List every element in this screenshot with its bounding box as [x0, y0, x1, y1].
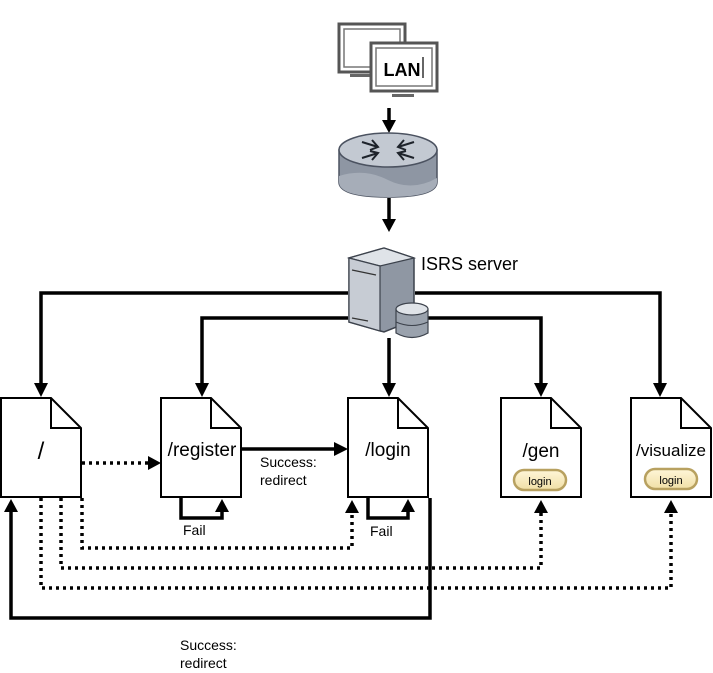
- login-fail-loop: [366, 498, 410, 520]
- server-label: ISRS server: [421, 254, 518, 274]
- arrowhead: [334, 442, 348, 456]
- arrowhead: [215, 499, 229, 512]
- register-fail-loop: [179, 498, 224, 520]
- server-fanout-edges: [39, 291, 662, 385]
- login-fail-label: Fail: [370, 523, 393, 539]
- server-icon: [346, 247, 429, 339]
- login-badge: [643, 467, 699, 491]
- register-success-label-2: redirect: [260, 472, 307, 488]
- page-register: /register: [160, 397, 242, 498]
- arrowhead: [382, 219, 396, 232]
- page-root: /: [0, 397, 82, 498]
- page-login-label: /login: [365, 440, 410, 461]
- page-root-label: /: [38, 438, 45, 465]
- arrowhead: [382, 120, 396, 133]
- arrowhead: [4, 499, 18, 512]
- page-gen-label: /gen: [523, 441, 560, 462]
- login-badge-label: login: [659, 475, 682, 487]
- arrowhead: [401, 499, 415, 512]
- router-icon: [338, 132, 438, 198]
- page-visualize: /visualize login: [630, 397, 712, 498]
- register-fail-label: Fail: [183, 522, 206, 538]
- register-success-label: Success:: [260, 454, 317, 470]
- dotted-arrowheads: [148, 456, 678, 513]
- login-success-label-2: redirect: [180, 655, 227, 671]
- lan-label: LAN: [384, 60, 421, 80]
- dotted-nav-edges: [39, 461, 673, 590]
- lan-computers-icon: LAN: [337, 22, 439, 97]
- login-badge-label: login: [528, 476, 551, 488]
- page-gen: /gen login: [500, 397, 582, 498]
- edge-login-to-root: [9, 498, 432, 620]
- page-login: /login: [347, 397, 429, 498]
- login-badge: [512, 468, 568, 492]
- page-visualize-label: /visualize: [636, 441, 706, 460]
- page-register-label: /register: [168, 440, 237, 461]
- fanout-arrowheads: [34, 383, 667, 397]
- login-success-label: Success:: [180, 637, 237, 653]
